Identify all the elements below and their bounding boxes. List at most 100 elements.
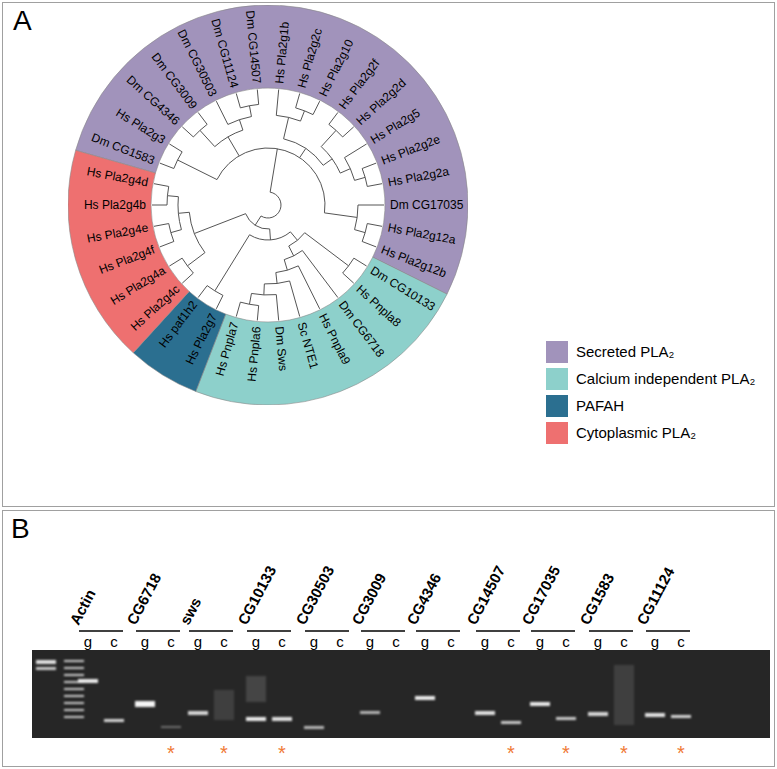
legend-text: Calcium independent PLA₂ [576, 369, 755, 389]
tree-branch [358, 205, 384, 206]
tree-branch [169, 144, 182, 152]
sample-type: c [330, 633, 350, 650]
band-fill [76, 5, 468, 294]
tree-branch [178, 160, 217, 180]
gel-band [64, 695, 84, 697]
gel-band [246, 676, 266, 702]
lane-label: CG1583 [576, 570, 618, 628]
tree-branch [269, 229, 271, 240]
tree-branch [182, 273, 193, 283]
sample-type: c [272, 633, 292, 650]
gel-band [501, 721, 521, 724]
tree-branch [171, 230, 182, 233]
tree-branch [249, 293, 251, 304]
lane-label: CG4346 [403, 570, 445, 628]
tree-branch [300, 148, 306, 157]
tree-branch [305, 233, 349, 266]
sample-type: c [556, 633, 576, 650]
tree-branch [263, 284, 265, 295]
lane-bracket [416, 630, 460, 632]
gel-band [246, 717, 266, 721]
gel-band [36, 667, 56, 670]
gel-band [78, 679, 98, 683]
lane-bracket [646, 630, 690, 632]
gel-band [64, 709, 84, 711]
sample-type: g [246, 633, 266, 650]
legend-row: PAFAH [546, 394, 774, 418]
tree-branch [321, 130, 336, 146]
asterisk-mark: * [272, 742, 292, 764]
gel-band [360, 711, 380, 714]
gel-band [135, 701, 155, 707]
tree-branch [249, 106, 251, 117]
leaf-label: Hs Pla2g4b [84, 198, 146, 212]
lane-bracket [247, 630, 291, 632]
tree-branch [276, 273, 277, 284]
sample-type: c [501, 633, 521, 650]
tree-branch [345, 144, 367, 158]
tree-branch [321, 147, 340, 173]
tree-branch [343, 273, 354, 283]
gel-band [188, 711, 208, 715]
gel-band [645, 713, 665, 717]
lane-label: CG30503 [292, 563, 338, 628]
legend-row: Calcium independent PLA₂ [546, 367, 774, 391]
tree-branch [198, 286, 207, 298]
sample-type: g [135, 633, 155, 650]
sample-type: g [188, 633, 208, 650]
sample-type: c [614, 633, 634, 650]
gel-band [104, 719, 124, 722]
tree-branch [302, 250, 338, 297]
tree-branch [160, 163, 174, 168]
panel-letter: A [13, 5, 32, 37]
tree-branch [261, 192, 281, 218]
tree-branch [216, 101, 228, 124]
sample-type: g [475, 633, 495, 650]
band-fill [68, 150, 189, 353]
legend-row: Secreted PLA₂ [546, 340, 774, 364]
tree-branch [290, 232, 297, 240]
tree-branch [169, 258, 182, 266]
legend-swatch [546, 368, 568, 390]
asterisk-mark: * [161, 742, 181, 764]
sample-type: g [530, 633, 550, 650]
tree-branch [216, 295, 223, 308]
sample-type: g [78, 633, 98, 650]
tree-branch [160, 241, 174, 246]
lane-label: CG6718 [123, 570, 165, 628]
tree-branch [367, 184, 382, 187]
gel-band [556, 717, 576, 720]
tree-branch [301, 111, 305, 121]
tree-branch [324, 213, 357, 218]
sample-type: g [304, 633, 324, 650]
lane-bracket [136, 630, 180, 632]
tree-branch [152, 205, 167, 206]
tree-branch [154, 184, 169, 187]
band-fill [196, 257, 447, 405]
lane-label: CG14507 [463, 563, 509, 628]
sample-type: c [214, 633, 234, 650]
tree-branch [236, 302, 240, 316]
tree-branch [367, 224, 382, 227]
gel-band [304, 726, 324, 729]
asterisk-mark: * [671, 742, 691, 764]
asterisk-mark: * [614, 742, 634, 764]
lane-label: sws [176, 595, 205, 628]
legend-swatch [546, 422, 568, 444]
leaf-label: Dm CG17035 [390, 198, 463, 212]
tree-branch [217, 148, 325, 213]
lane-bracket [305, 630, 349, 632]
tree-branch [284, 117, 289, 138]
sample-type: c [104, 633, 124, 650]
lane-label: Actin [66, 586, 99, 628]
tree-branch [323, 159, 332, 165]
tree-branch [178, 212, 189, 213]
gel-band [272, 717, 292, 721]
tree-branch [257, 89, 258, 104]
gel-band [64, 688, 84, 690]
sample-type: g [588, 633, 608, 650]
tree-branch [246, 214, 270, 229]
tree-branch [329, 112, 338, 124]
lane-label: CG10133 [234, 563, 280, 628]
tree-branch [313, 101, 320, 114]
